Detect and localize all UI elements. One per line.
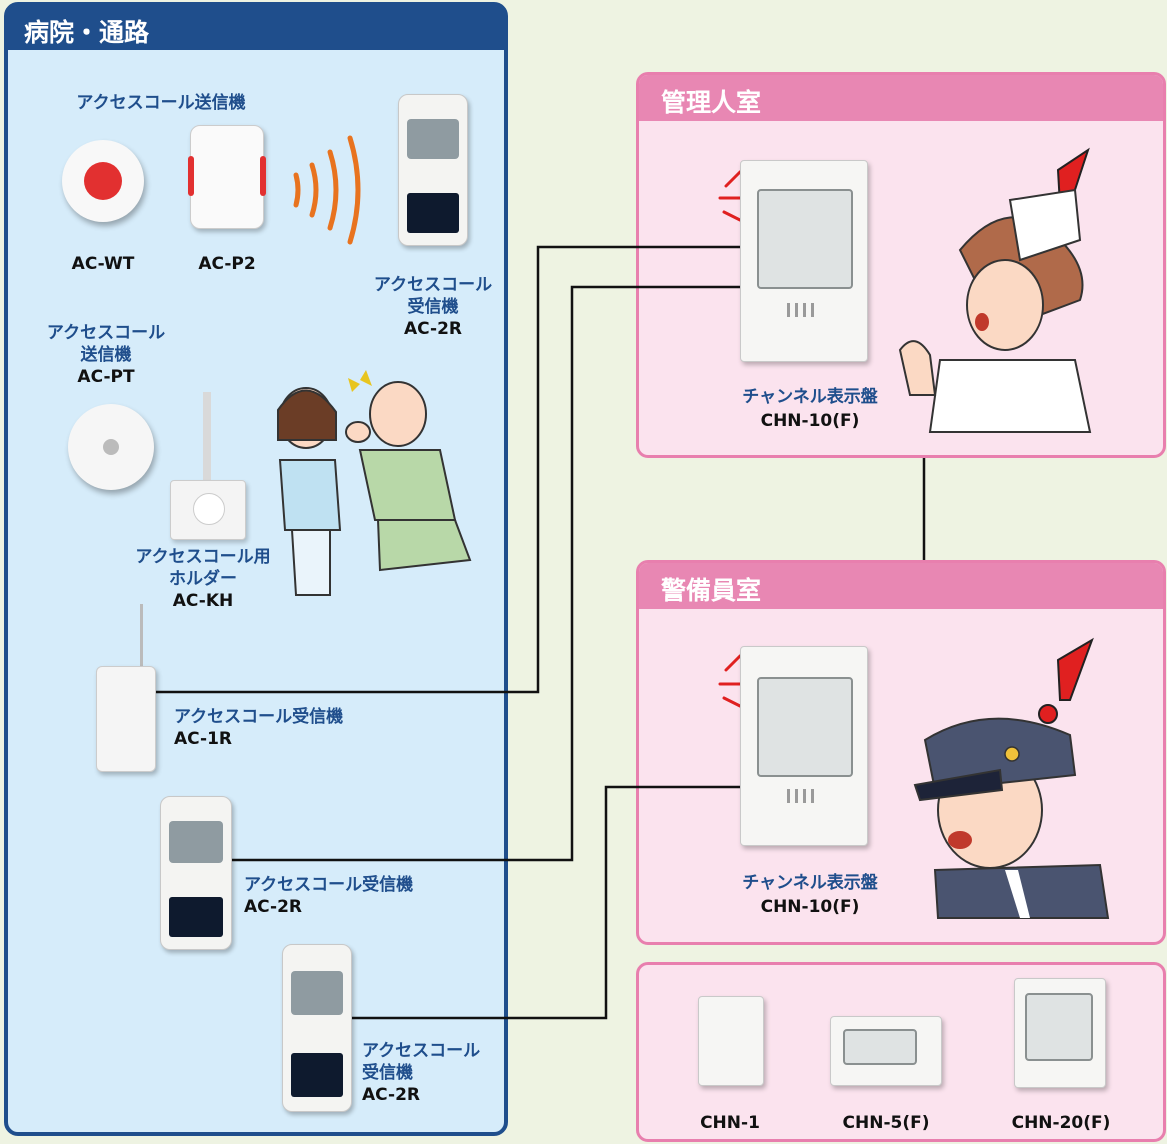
ac-p2-device (188, 125, 266, 229)
nurse-illustration (898, 188, 1092, 433)
alert-lines-1 (718, 170, 742, 222)
room1-panel-label: チャンネル表示盤 (742, 387, 878, 407)
chn-1-panel (698, 996, 764, 1086)
ac-pt-line2: 送信機 (80, 345, 132, 365)
ac-kh-line2: ホルダー (169, 569, 237, 589)
ac-2r-top-line1: アクセスコール (373, 275, 493, 295)
ac-wt-label: AC-WT (71, 254, 135, 274)
ac-1r-label: アクセスコール受信機 (174, 707, 344, 727)
chn-10-panel-room2 (740, 646, 868, 846)
ac-pt-model: AC-PT (77, 367, 135, 387)
radio-waves-icon (293, 135, 361, 245)
security-guard-illustration (913, 717, 1110, 919)
ac-2r-top-device (398, 94, 468, 246)
left-panel-header: 病院・通路 (8, 6, 504, 50)
chn-10-panel-room1 (740, 160, 868, 362)
room1-panel-model: CHN-10(F) (760, 411, 860, 431)
ac-2r-top-model: AC-2R (404, 319, 462, 339)
ac-2r-bottom-device (282, 944, 352, 1112)
security-room-title: 警備員室 (661, 576, 762, 605)
ac-pt-line1: アクセスコール (46, 323, 166, 343)
ac-2r-mid-label: アクセスコール受信機 (244, 875, 414, 895)
ac-2r-top-line2: 受信機 (407, 297, 459, 317)
ac-1r-device (96, 666, 156, 772)
ac-2r-bottom-line2: 受信機 (362, 1063, 413, 1083)
ac-1r-model: AC-1R (174, 729, 232, 749)
chn-20-label: CHN-20(F) (1011, 1113, 1111, 1133)
ac-pt-device (68, 404, 154, 490)
ac-2r-mid-device (160, 796, 232, 950)
transmitter-heading: アクセスコール送信機 (76, 93, 246, 113)
ac-kh-model: AC-KH (172, 591, 234, 611)
exclamation-icon-2 (1038, 637, 1094, 724)
ac-2r-bottom-model: AC-2R (362, 1085, 420, 1105)
manager-room-title: 管理人室 (661, 88, 762, 117)
left-panel-title: 病院・通路 (24, 18, 150, 47)
ac-2r-bottom-line1: アクセスコール (362, 1041, 481, 1061)
manager-room-header: 管理人室 (639, 75, 1163, 121)
ac-wt-device (62, 140, 144, 222)
alert-lines-2 (718, 654, 742, 708)
wire-ac2r-mid (232, 285, 740, 862)
chn-5-label: CHN-5(F) (842, 1113, 930, 1133)
call-button-icon (84, 162, 122, 200)
anger-icon (348, 370, 372, 392)
ac-p2-label: AC-P2 (198, 254, 256, 274)
chn-5-panel (830, 1016, 942, 1086)
wire-ac2r-bottom (350, 785, 740, 1020)
ac-2r-mid-model: AC-2R (244, 897, 302, 917)
patient-and-staff-illustration (277, 381, 472, 596)
room2-panel-label: チャンネル表示盤 (742, 873, 878, 893)
chn-1-label: CHN-1 (700, 1113, 760, 1133)
room2-panel-model: CHN-10(F) (760, 897, 860, 917)
ac-kh-device (170, 480, 246, 540)
antenna (140, 604, 143, 668)
security-room-header: 警備員室 (639, 563, 1163, 609)
wire-ac1r (152, 245, 740, 694)
ac-kh-line1: アクセスコール用 (135, 547, 271, 567)
holder-strap (203, 392, 211, 482)
chn-20-panel (1014, 978, 1106, 1088)
